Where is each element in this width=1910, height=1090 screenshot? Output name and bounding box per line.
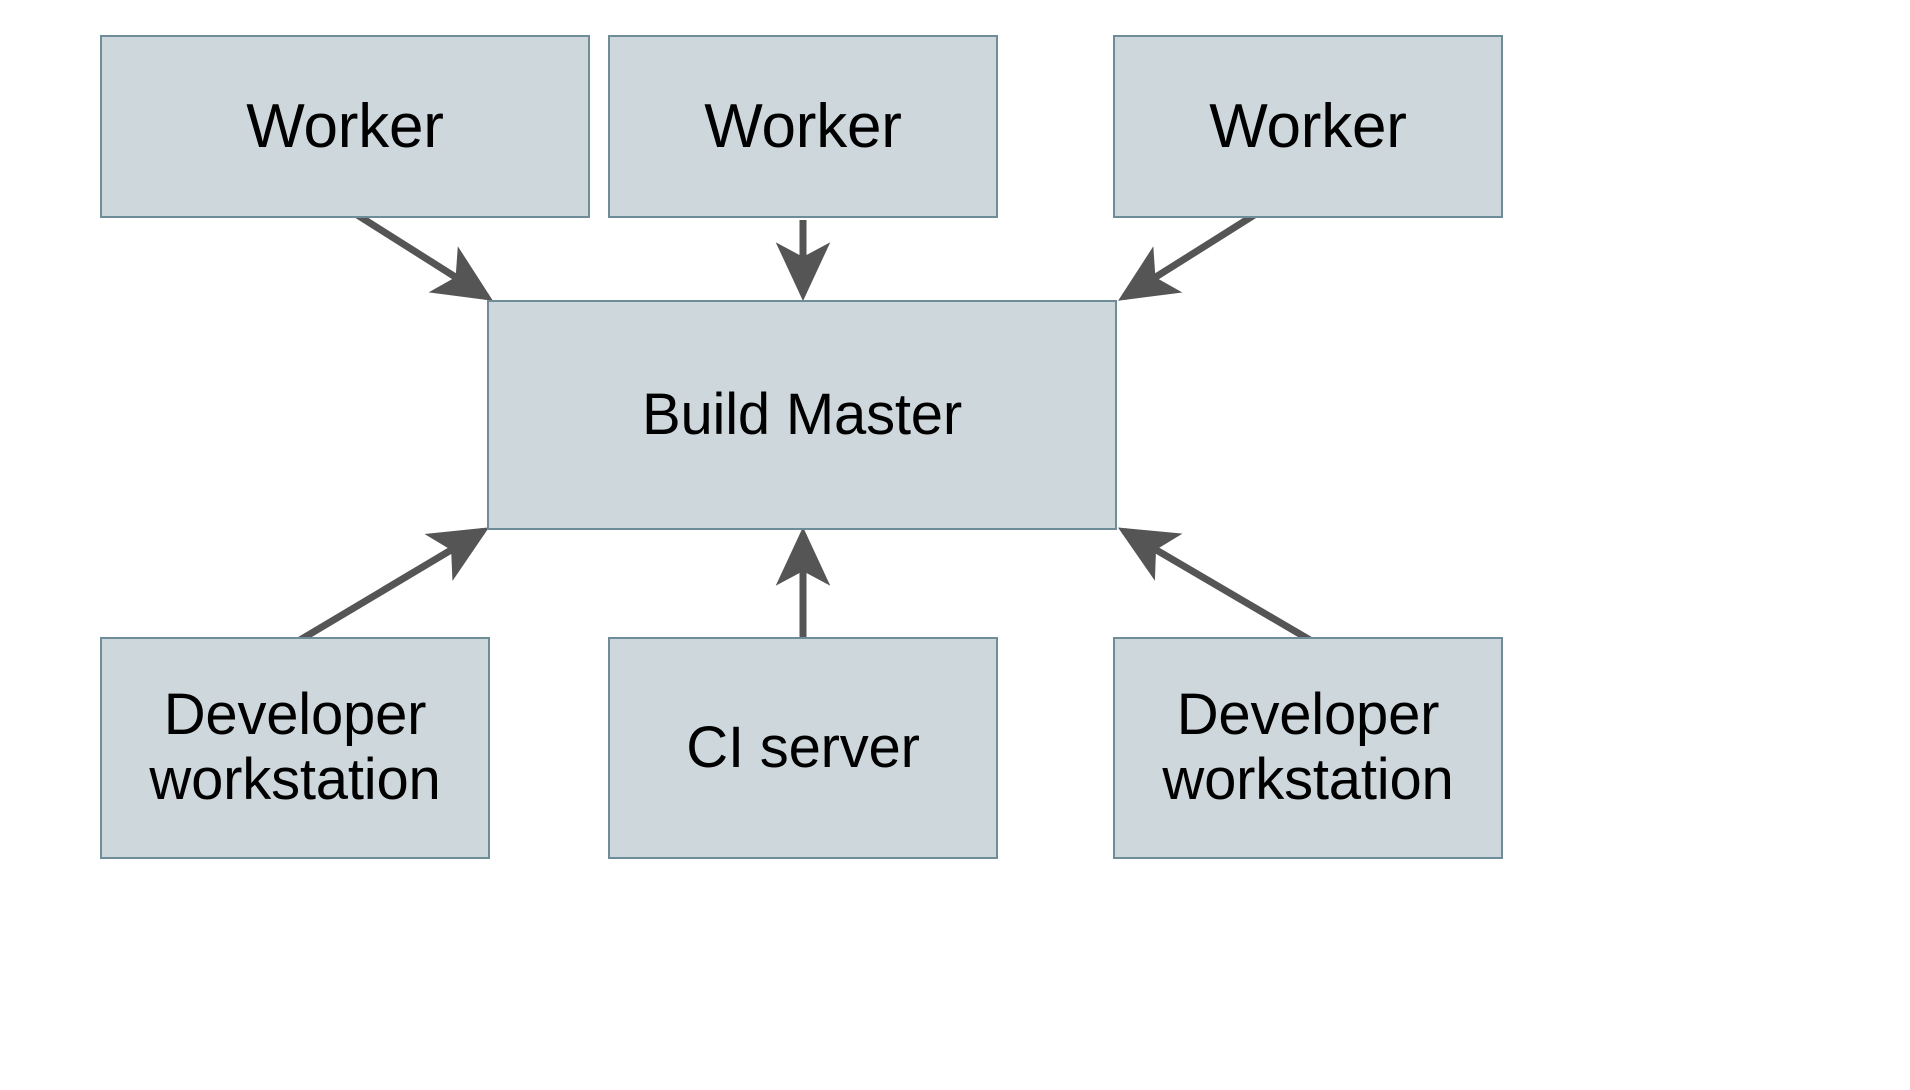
node-label: Build Master	[642, 381, 962, 447]
node-label: Worker	[1209, 91, 1407, 161]
node-label: CI server	[686, 714, 920, 780]
node-label: Worker	[704, 91, 902, 161]
node-developer-workstation-left[interactable]: Developer workstation	[100, 637, 490, 859]
node-worker-3[interactable]: Worker	[1113, 35, 1503, 218]
edge-dev-left-to-master	[298, 527, 490, 644]
node-label: Developer workstation	[1162, 682, 1454, 812]
node-ci-server[interactable]: CI server	[608, 637, 998, 859]
edge-dev-right-to-master	[1117, 527, 1312, 644]
node-developer-workstation-right[interactable]: Developer workstation	[1113, 637, 1503, 859]
node-label: Developer workstation	[149, 682, 441, 812]
node-worker-1[interactable]: Worker	[100, 35, 590, 218]
node-build-master[interactable]: Build Master	[487, 300, 1117, 530]
node-worker-2[interactable]: Worker	[608, 35, 998, 218]
node-label: Worker	[246, 91, 444, 161]
